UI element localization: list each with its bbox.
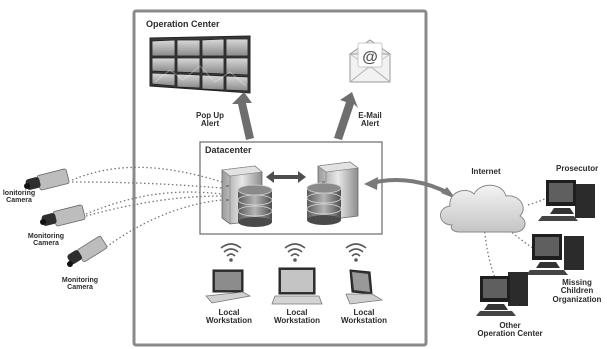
- desktop-computer-icon: [538, 180, 595, 221]
- workstation-label: Local Workstation: [340, 308, 388, 326]
- internet-label: Internet: [471, 167, 501, 176]
- wifi-signal-icon: [220, 243, 242, 262]
- cloud-icon: [440, 184, 526, 233]
- remote-site-label: Prosecutor: [556, 164, 599, 173]
- database-disk-icon: [306, 182, 342, 225]
- video-wall-icon: [149, 35, 251, 94]
- laptop-icon: [345, 269, 384, 305]
- datacenter-title: Datacenter: [205, 145, 252, 155]
- remote-site-label: Missing Children Organization: [552, 278, 602, 304]
- desktop-computer-icon: [526, 234, 584, 275]
- server-sync-arrow: [266, 171, 306, 183]
- workstation-label: Local Workstation: [205, 308, 253, 326]
- surveillance-camera-icon: [40, 204, 86, 227]
- email-alert-label: E-Mail Alert: [358, 111, 382, 129]
- email-envelope-icon: @: [348, 39, 392, 83]
- popup-alert-arrow: [232, 92, 254, 140]
- popup-alert-label: Pop Up Alert: [196, 111, 224, 129]
- remote-site-label: Other Operation Center: [477, 321, 543, 339]
- laptop-icon: [271, 267, 323, 305]
- operation-center-title: Operation Center: [146, 19, 220, 29]
- wifi-signals: [220, 243, 367, 262]
- alert-arrows: [232, 92, 358, 140]
- camera-label: Monitoring Camera: [27, 233, 65, 248]
- desktop-computer-icon: [476, 272, 528, 316]
- camera-label: lonitoring Camera: [2, 190, 36, 205]
- camera-links: [71, 166, 223, 253]
- wifi-signal-icon: [345, 243, 367, 262]
- surveillance-camera-icon: [24, 168, 70, 191]
- camera-label: Monitoring Camera: [61, 277, 99, 292]
- email-alert-arrow: [334, 92, 358, 140]
- wifi-signal-icon: [284, 243, 306, 262]
- internet-link-arrow-head: [364, 177, 378, 190]
- laptop-icon: [205, 269, 252, 304]
- at-symbol: @: [362, 49, 378, 66]
- database-disk-icon: [237, 184, 273, 227]
- surveillance-camera-icon: [67, 236, 108, 267]
- workstation-label: Local Workstation: [273, 308, 321, 326]
